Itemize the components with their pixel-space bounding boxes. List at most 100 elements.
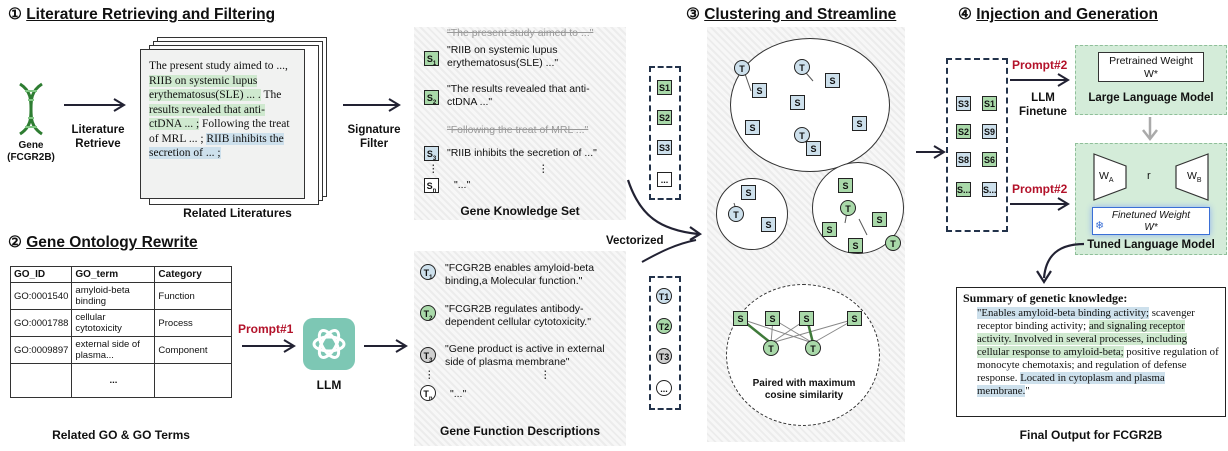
- prompt-1-label: Prompt#1: [238, 322, 294, 336]
- literature-document: The present study aimed to ..., RIIB on …: [140, 49, 305, 199]
- literature-caption: Related Literatures: [183, 206, 292, 220]
- signature-filter-label: Signature Filter: [338, 123, 410, 151]
- go-header-cell: Category: [154, 266, 232, 283]
- section-1-title: ① Literature Retrieving and Filtering: [8, 5, 275, 24]
- knowledge-item: "The results revealed that anti-ctDNA ..…: [447, 83, 590, 108]
- arrow-icon: [916, 145, 946, 159]
- go-category-cell: Component: [154, 336, 232, 364]
- vectorized-arrows: [626, 179, 703, 263]
- cluster-node: T: [885, 235, 901, 251]
- go-table-caption: Related GO & GO Terms: [52, 428, 190, 442]
- vector-chip: S2: [657, 110, 672, 125]
- cluster-node: T: [840, 200, 856, 216]
- paired-node: T: [805, 340, 821, 356]
- knowledge-item: "RIIB inhibits the secretion of ...": [447, 147, 597, 159]
- function-item: "...": [450, 388, 467, 400]
- function-descriptions-panel: T1 "FCGR2B enables amyloid-beta binding,…: [414, 251, 626, 446]
- term-circle: T1: [420, 264, 436, 281]
- go-id-cell: [9, 363, 73, 398]
- cluster-node: S: [825, 73, 840, 88]
- weight-b: WB: [1187, 170, 1202, 184]
- vectorized-label: Vectorized: [606, 235, 664, 247]
- arrow-icon: [1010, 197, 1070, 211]
- literature-text: The present study aimed to ...,: [149, 60, 288, 72]
- weight-a: WA: [1099, 170, 1114, 184]
- paired-node: T: [763, 340, 779, 356]
- summary-fragment: scavenger receptor binding activity;: [977, 307, 1195, 332]
- arrow-curve-icon: [1036, 242, 1085, 285]
- snowflake-icon: ❄: [1095, 220, 1105, 232]
- lora-adapter: [1093, 153, 1209, 201]
- rank-label: r: [1147, 170, 1151, 182]
- selected-chip: S8: [956, 152, 971, 167]
- circle-index: 3: [429, 357, 433, 364]
- arrow-icon: [64, 98, 126, 112]
- function-item: "FCGR2B regulates antibody-dependent cel…: [445, 303, 591, 328]
- paired-node: S: [765, 311, 780, 326]
- struck-sentence: "Following the treat of MRL ...": [447, 124, 589, 136]
- section-number: ①: [8, 6, 22, 23]
- cluster-node: S: [741, 185, 756, 200]
- gene-label-line: (FCGR2B): [7, 152, 55, 163]
- chip-index: n: [432, 187, 437, 194]
- go-table-wrapper: GO_ID GO_term Category GO:0001540 amyloi…: [9, 266, 232, 398]
- finetuned-weight-symbol: W*: [1144, 222, 1158, 233]
- vector-chip: S3: [657, 140, 672, 155]
- signature-chip: S1: [424, 51, 439, 67]
- openai-knot-icon: [312, 329, 346, 359]
- arrow-icon: [343, 98, 401, 112]
- circle-index: 1: [429, 274, 433, 281]
- cluster-node: T: [734, 60, 750, 76]
- term-circle: T2: [420, 305, 436, 322]
- section-number: ②: [8, 234, 22, 251]
- arrow-icon: [364, 339, 408, 353]
- vertical-dots: ⋮: [538, 163, 549, 175]
- arrow-down-icon: [1142, 117, 1158, 142]
- cluster-node: T: [728, 206, 744, 222]
- vector-circle: T1: [656, 288, 672, 304]
- section-label: Literature Retrieving and Filtering: [26, 6, 276, 23]
- summary-text: "Enables amyloid-beta binding activity; …: [963, 307, 1219, 398]
- summary-box: Summary of genetic knowledge: "Enables a…: [956, 287, 1226, 417]
- go-term-cell: amyloid-beta binding: [71, 282, 156, 310]
- llm-name: Large Language Model: [1088, 92, 1214, 104]
- selected-chip: S...: [956, 182, 971, 197]
- tuned-language-model: WA r WB Finetuned Weight W* ❄ Tuned Lang…: [1075, 143, 1227, 255]
- dna-icon: [19, 82, 43, 136]
- pretrained-weight-symbol: W*: [1144, 68, 1158, 80]
- selected-set-box: S3 S1 S2 S9 S8 S6 S... S...: [946, 58, 1008, 232]
- cluster-node: T: [794, 59, 810, 75]
- cluster-node: S: [752, 83, 767, 98]
- finetuned-weight-title: Finetuned Weight: [1111, 210, 1191, 221]
- go-table-header: GO_ID GO_term Category: [9, 266, 232, 283]
- weight-symbol: W: [1187, 170, 1197, 182]
- cluster-node: S: [761, 217, 776, 232]
- summary-fragment: positive regulation of monocyte chemotax…: [977, 346, 1219, 384]
- circle-index: 2: [429, 315, 433, 322]
- weight-symbol: W: [1099, 170, 1109, 182]
- section-2-title: ② Gene Ontology Rewrite: [8, 233, 198, 252]
- literature-retrieve-label: Literature Retrieve: [62, 123, 134, 151]
- section-4-title: ④ Injection and Generation: [958, 5, 1158, 24]
- section-number: ④: [958, 6, 972, 23]
- paired-node: S: [733, 311, 748, 326]
- summary-fragment: "Enables amyloid-beta binding activity;: [977, 307, 1150, 319]
- chip-index: 3: [432, 155, 437, 162]
- function-item: "FCGR2B enables amyloid-beta binding,a M…: [445, 262, 595, 287]
- paired-node: S: [847, 311, 862, 326]
- summary-fragment: ": [1025, 385, 1030, 397]
- gene-label-line: Gene: [18, 140, 44, 151]
- go-term-cell: cellular cytotoxicity: [71, 309, 156, 337]
- selected-chip: S...: [982, 182, 997, 197]
- prompt-2-label: Prompt#2: [1012, 58, 1068, 72]
- signature-chip: Sn: [424, 178, 439, 194]
- section-3-title: ③ Clustering and Streamline: [686, 5, 896, 24]
- knowledge-item: "RIIB on systemic lupus erythematosus(SL…: [447, 44, 559, 69]
- function-item: "Gene product is active in external side…: [445, 343, 605, 368]
- signature-chip: S3: [424, 146, 439, 162]
- cluster-node: S: [838, 178, 853, 193]
- go-category-cell: Process: [154, 309, 232, 337]
- go-id-cell: GO:0001540: [9, 282, 73, 310]
- knowledge-item: "...": [454, 179, 471, 191]
- selected-chip: S1: [982, 96, 997, 111]
